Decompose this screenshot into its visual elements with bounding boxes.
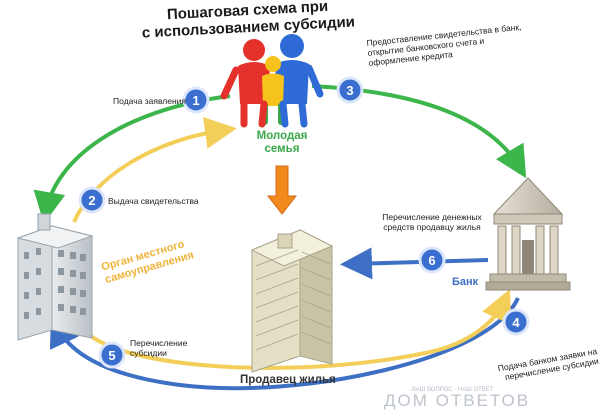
svg-text:ДОМ ОТВЕТОВ: ДОМ ОТВЕТОВ: [384, 391, 530, 410]
svg-text:ВАШ ВОПРОС - НАШ ОТВЕТ: ВАШ ВОПРОС - НАШ ОТВЕТ: [412, 387, 494, 393]
authority-building-icon: [16, 213, 94, 341]
svg-text:6: 6: [428, 253, 435, 268]
step-badge-4: 4: [502, 308, 530, 336]
step-badge-2: 2: [78, 186, 106, 214]
step-badge-5: 5: [98, 341, 126, 369]
svg-text:3: 3: [346, 83, 353, 98]
svg-text:1: 1: [192, 93, 199, 108]
watermark: ВАШ ВОПРОС - НАШ ОТВЕТ ДОМ ОТВЕТОВ: [370, 384, 560, 410]
step-badge-3: 3: [336, 76, 364, 104]
arrow-step-4: [49, 297, 520, 391]
seller-building-icon: [250, 229, 334, 373]
step-label-2: Выдача свидетельства: [108, 196, 199, 206]
step-label-6: Перечисление денежных средств продавцу ж…: [382, 212, 482, 232]
svg-text:2: 2: [88, 193, 95, 208]
arrow-family-to-seller: [266, 165, 298, 215]
arrow-step-1: [33, 94, 231, 224]
family-icon: [220, 34, 324, 128]
step-badge-6: 6: [418, 246, 446, 274]
svg-text:4: 4: [512, 315, 520, 330]
arrow-step-5: [82, 289, 512, 370]
step-badges: 1 2 3 4 5 6: [78, 76, 530, 369]
bank-building-icon: [485, 177, 571, 291]
step-label-1: Подача заявления: [113, 96, 186, 106]
node-label-seller: Продавец жилья: [240, 374, 336, 386]
node-label-bank: Банк: [452, 276, 479, 288]
step-badge-1: 1: [182, 86, 210, 114]
svg-text:5: 5: [108, 348, 115, 363]
node-label-family: Молодая семья: [256, 130, 308, 155]
step-label-5: Перечисление субсидии: [130, 338, 188, 358]
